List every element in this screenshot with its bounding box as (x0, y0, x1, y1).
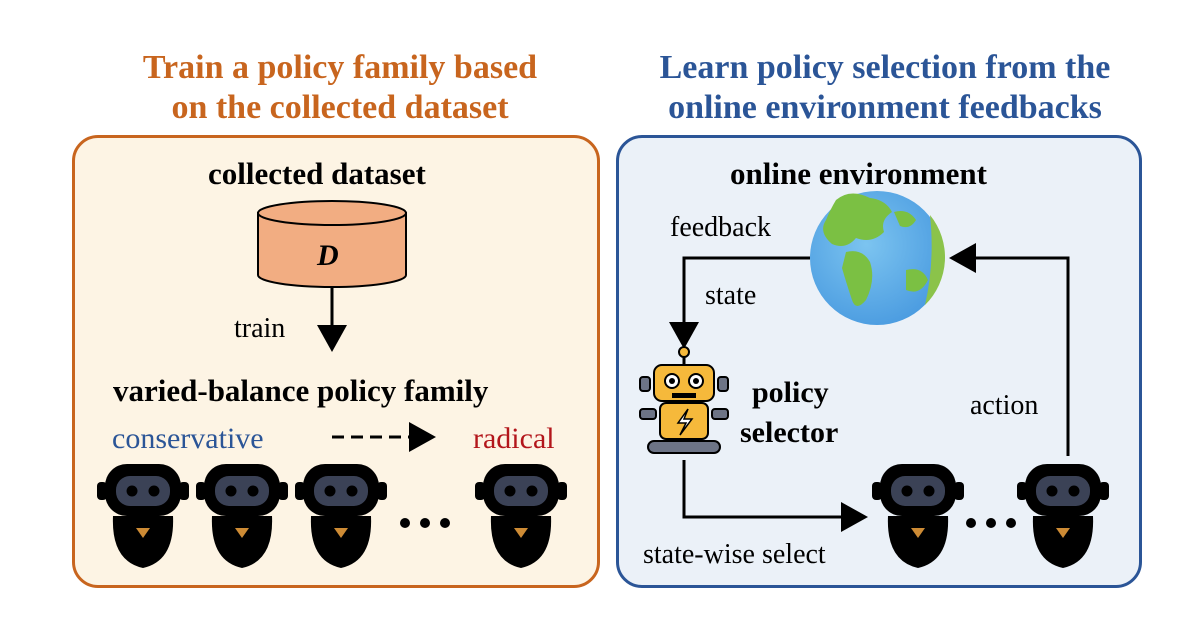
state-arrow (669, 256, 810, 349)
family-title: varied-balance policy family (113, 373, 489, 408)
env-title: online environment (730, 156, 987, 191)
selector-label-line2: selector (740, 416, 839, 449)
selector-label-line1: policy (752, 376, 829, 409)
right-heading: Learn policy selection from the online e… (615, 48, 1155, 128)
left-heading-line2: on the collected dataset (171, 89, 509, 126)
robot-icon (196, 464, 288, 568)
robot-icon (872, 464, 964, 568)
right-heading-line2: online environment feedbacks (668, 89, 1102, 126)
earth-icon (810, 191, 946, 325)
action-arrow (949, 243, 1070, 456)
select-label: state-wise select (643, 539, 826, 570)
dataset-symbol: D (317, 239, 339, 272)
train-label: train (234, 313, 286, 344)
right-heading-line1: Learn policy selection from the (659, 49, 1111, 86)
radical-label: radical (473, 422, 555, 455)
feedback-label: feedback (670, 212, 772, 243)
robot-icon (97, 464, 189, 568)
robot-icon (295, 464, 387, 568)
selector-robot-icon (639, 346, 729, 454)
left-ellipsis (400, 518, 450, 528)
dataset-title: collected dataset (208, 156, 426, 191)
state-label: state (705, 280, 757, 311)
conservative-label: conservative (112, 422, 264, 455)
left-heading-line1: Train a policy family based (142, 49, 538, 86)
right-ellipsis (966, 518, 1016, 528)
database-icon (257, 200, 407, 288)
action-label: action (970, 390, 1039, 421)
robot-icon (475, 464, 567, 568)
select-arrow (682, 460, 868, 532)
left-heading: Train a policy family based on the colle… (90, 48, 590, 128)
robot-icon (1017, 464, 1109, 568)
